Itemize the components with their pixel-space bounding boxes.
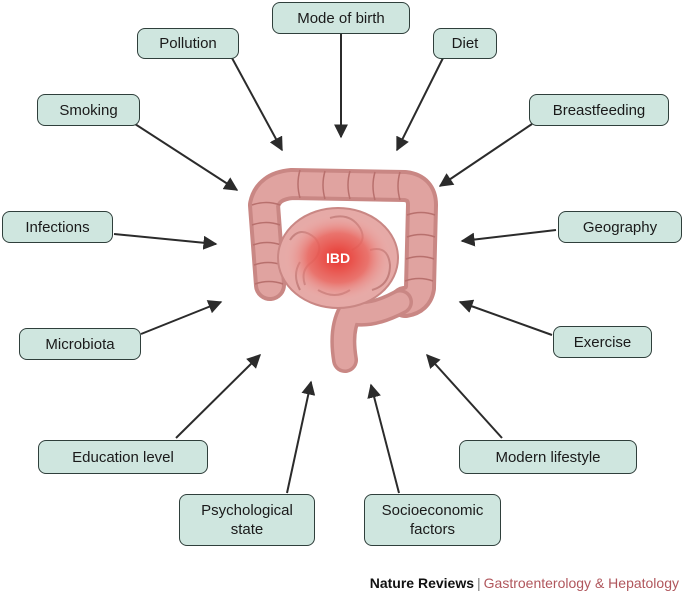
factor-geography: Geography	[558, 211, 682, 243]
factor-education-level: Education level	[38, 440, 208, 474]
factor-infections: Infections	[2, 211, 113, 243]
arrow-education-level	[175, 354, 261, 439]
factor-pollution: Pollution	[137, 28, 239, 59]
arrow-microbiota	[140, 300, 223, 335]
factor-diet: Diet	[433, 28, 497, 59]
arrows	[113, 34, 557, 494]
arrow-psychological-state	[286, 380, 316, 494]
arrow-smoking	[134, 123, 239, 191]
footer-journal: Gastroenterology & Hepatology	[483, 575, 679, 591]
arrow-breastfeeding	[438, 123, 533, 187]
factor-exercise: Exercise	[553, 326, 652, 358]
factor-mode-of-birth: Mode of birth	[272, 2, 410, 34]
arrow-exercise	[458, 299, 553, 336]
factor-microbiota: Microbiota	[19, 328, 141, 360]
factor-breastfeeding: Breastfeeding	[529, 94, 669, 126]
factor-smoking: Smoking	[37, 94, 140, 126]
factor-modern-lifestyle: Modern lifestyle	[459, 440, 637, 474]
factor-psychological-state: Psychological state	[179, 494, 315, 546]
arrow-infections	[113, 233, 218, 250]
footer-brand: Nature Reviews	[369, 575, 475, 591]
footer-separator: |	[477, 575, 481, 591]
intestine-illustration	[248, 168, 438, 373]
arrow-modern-lifestyle	[426, 353, 503, 439]
factor-socioeconomic-factors: Socioeconomic factors	[364, 494, 501, 546]
arrow-geography	[460, 229, 557, 247]
arrow-diet	[396, 57, 444, 152]
ibd-center-label: IBD	[325, 250, 351, 266]
arrow-socioeconomic-factors	[367, 383, 400, 494]
arrow-pollution	[231, 57, 283, 152]
footer-credit: Nature Reviews|Gastroenterology & Hepato…	[370, 575, 679, 591]
